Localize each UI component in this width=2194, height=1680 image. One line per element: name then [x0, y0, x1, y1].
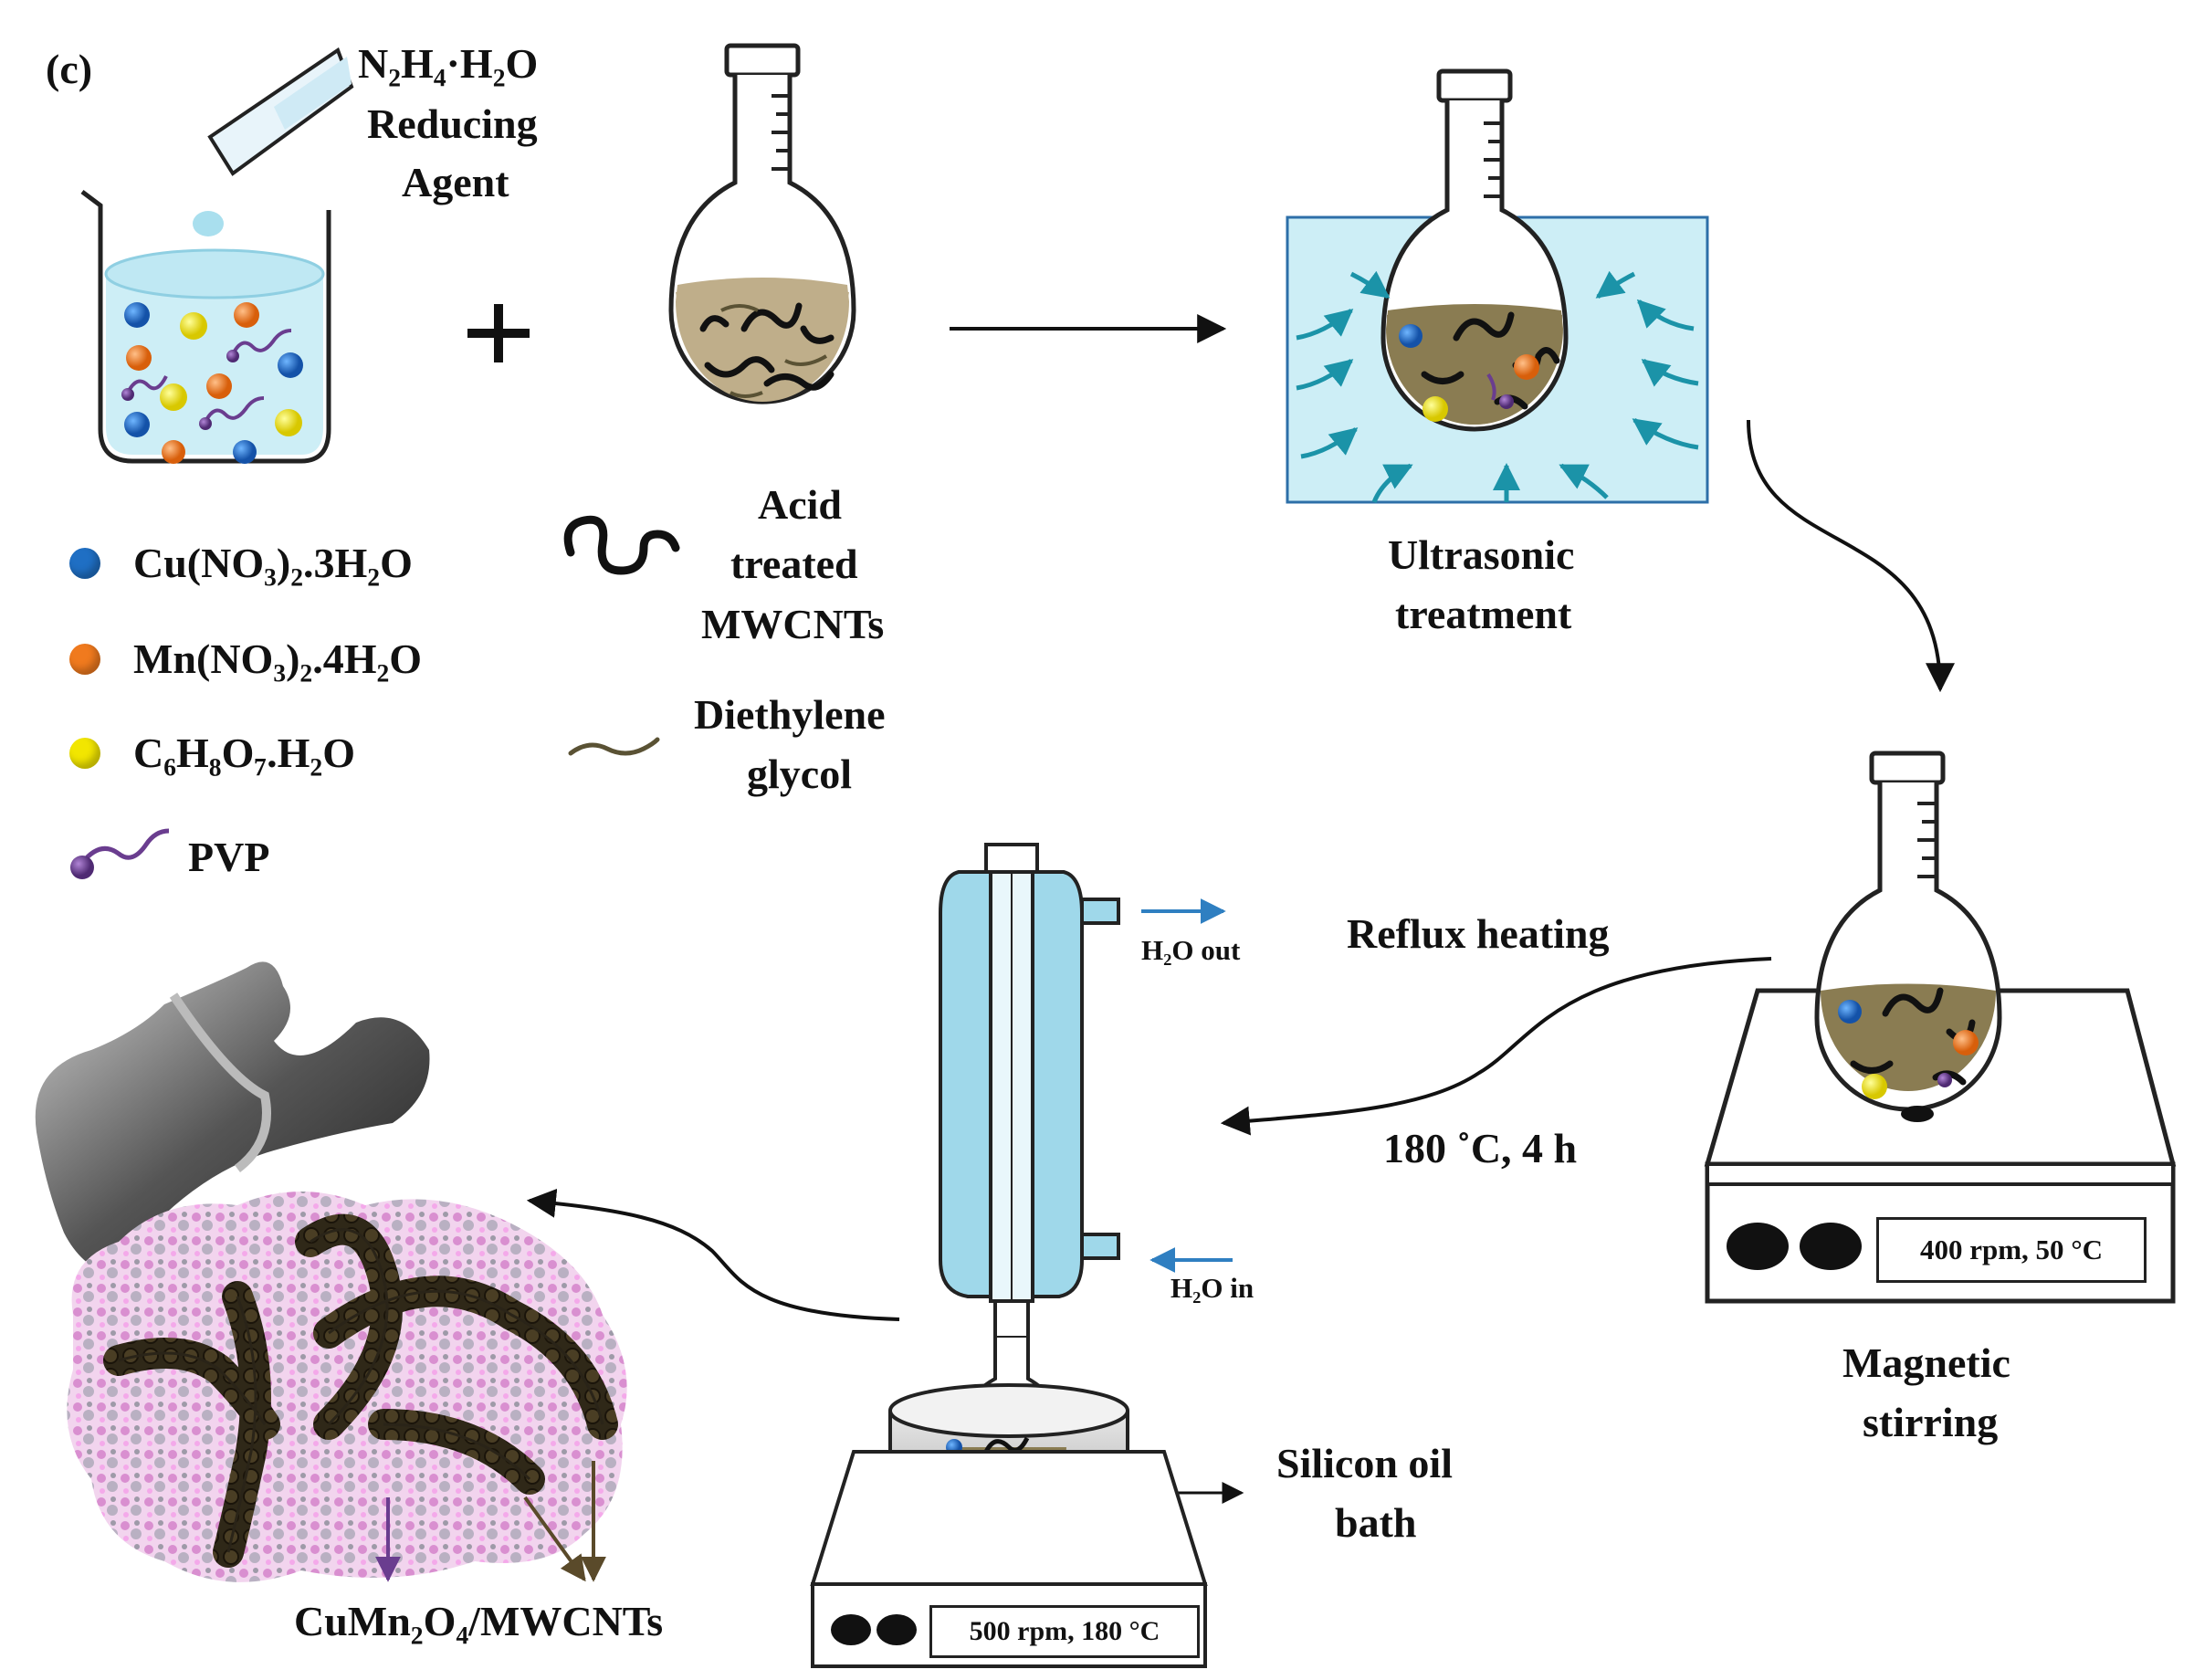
ultrasonic-label-line1: Ultrasonic: [1388, 531, 1575, 578]
ultrasonic-bath: [1286, 68, 1709, 504]
legend-item-pvp: PVP: [188, 833, 269, 881]
ultrasonic-label-line2: treatment: [1395, 591, 1572, 637]
mwcnt-label-line3: MWCNTs: [701, 601, 885, 647]
plus-sign: [467, 304, 530, 362]
mwcnt-label-line1: Acid: [758, 481, 842, 528]
legend-label-cu: Cu(NO₃)₂.3H₂O: [133, 540, 413, 586]
reflux-conditions: 180 ˚C, 4 h: [1383, 1125, 1578, 1171]
legend-item-cu: Cu(NO₃)₂.3H₂O: [69, 539, 413, 587]
reducing-agent-line2: Reducing: [367, 100, 538, 147]
water-in-label: H₂O in: [1170, 1272, 1254, 1304]
legend-label-mn: Mn(NO₃)₂.4H₂O: [133, 635, 423, 682]
mwcnt-pointer-a: [523, 1496, 586, 1582]
mn-ball-icon: [69, 643, 100, 675]
reducing-agent-line3: Agent: [402, 159, 509, 205]
citric-ball-icon: [69, 737, 100, 769]
legend-label-pvp: PVP: [188, 834, 270, 880]
oil-bath-label-line1: Silicon oil: [1276, 1440, 1453, 1486]
reflux-label: Reflux heating: [1347, 910, 1610, 957]
legend-deg-icon: [568, 737, 660, 756]
sem-image: [35, 961, 430, 1278]
mwcnt-flask: [668, 43, 856, 404]
panel-label: (c): [46, 46, 93, 92]
legend-item-mn: Mn(NO₃)₂.4H₂O: [69, 635, 422, 683]
hotplate-display: 500 rpm, 180 °C: [929, 1605, 1200, 1658]
oil-bath-label-line2: bath: [1335, 1499, 1417, 1546]
reaction-beaker: [80, 47, 354, 464]
water-out-label: H₂O out: [1141, 934, 1241, 966]
deg-label-line2: glycol: [747, 751, 852, 797]
cu-ball-icon: [69, 547, 100, 579]
product-label: CuMn₂O₄/MWCNTs: [294, 1598, 664, 1644]
arrow-to-reflux: [1220, 957, 1772, 1136]
legend-item-citric: C₆H₈O₇.H₂O: [69, 729, 355, 777]
stirrer-display: 400 rpm, 50 °C: [1876, 1217, 2147, 1283]
arrow-to-stirring: [1747, 419, 1955, 693]
mwcnt-label-line2: treated: [730, 541, 858, 587]
arrow-to-product: [526, 1188, 900, 1321]
composite-illustration: [67, 1192, 627, 1582]
legend-pvp-icon: [70, 828, 170, 879]
legend-mwcnt-icon: [563, 515, 680, 575]
magnetic-label-line2: stirring: [1863, 1399, 1999, 1445]
magnetic-label-line1: Magnetic: [1842, 1339, 2010, 1386]
reducing-agent-formula: N₂H₄·H₂O: [358, 40, 539, 87]
legend-label-citric: C₆H₈O₇.H₂O: [133, 730, 356, 776]
deg-label-line1: Diethylene: [694, 691, 886, 738]
